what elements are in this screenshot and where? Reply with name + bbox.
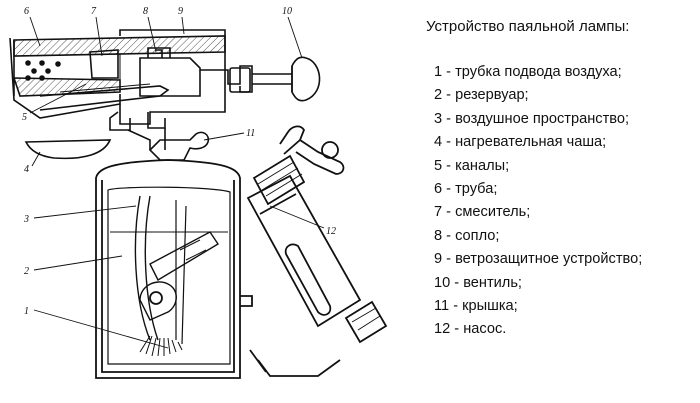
legend-list: 1 - трубка подвода воздуха; 2 - резервуа… [426,61,696,342]
legend-item: 4 - нагревательная чаша; [434,134,607,151]
leader-8 [147,16,157,53]
fuel-tank [95,159,253,379]
callout-9: 9 [178,6,183,17]
legend-item: 10 - вентиль; [434,274,522,291]
leader-3 [33,205,137,219]
legend-item: 3 - воздушное пространство; [434,110,630,127]
leader-6 [29,16,41,47]
callout-10: 10 [282,6,292,17]
callout-numbers: 6 7 8 9 10 5 4 11 3 2 1 12 [22,6,336,317]
callout-7: 7 [91,6,97,17]
callout-12: 12 [326,226,336,237]
callout-4: 4 [24,164,29,175]
leader-2 [33,255,123,271]
leader-4 [31,151,41,167]
callout-11: 11 [246,128,255,139]
legend-title: Устройство паяльной лампы: [426,18,630,35]
callout-8: 8 [143,6,148,17]
legend-item: 11 - крышка; [434,298,518,315]
legend-item: 7 - смеситель; [434,204,531,221]
legend-item: 1 - трубка подвода воздуха; [434,64,622,80]
callout-6: 6 [24,6,29,17]
legend-item: 6 - труба; [434,181,498,198]
leader-7 [95,16,103,57]
tank-cap [148,131,210,161]
legend-item: 12 - насос. [434,321,507,338]
legend-item: 5 - каналы; [434,157,510,174]
leader-5 [29,83,87,114]
callout-1: 1 [24,306,29,317]
leader-1 [33,309,169,349]
leader-9 [181,16,185,35]
legend-item: 2 - резервуар; [434,87,529,104]
legend-item: 8 - сопло; [434,227,500,244]
leader-11 [203,132,245,141]
leader-12 [269,205,325,229]
heating-cup [24,139,112,160]
legend-item: 9 - ветрозащитное устройство; [434,251,643,268]
pump [246,125,388,377]
leader-10 [287,16,303,59]
leader-lines [29,16,325,349]
burner-pipe [9,29,321,150]
legend: Устройство паяльной лампы: 1 - трубка по… [426,18,696,342]
callout-2: 2 [24,266,29,277]
callout-5: 5 [22,112,27,123]
callout-3: 3 [23,214,29,225]
